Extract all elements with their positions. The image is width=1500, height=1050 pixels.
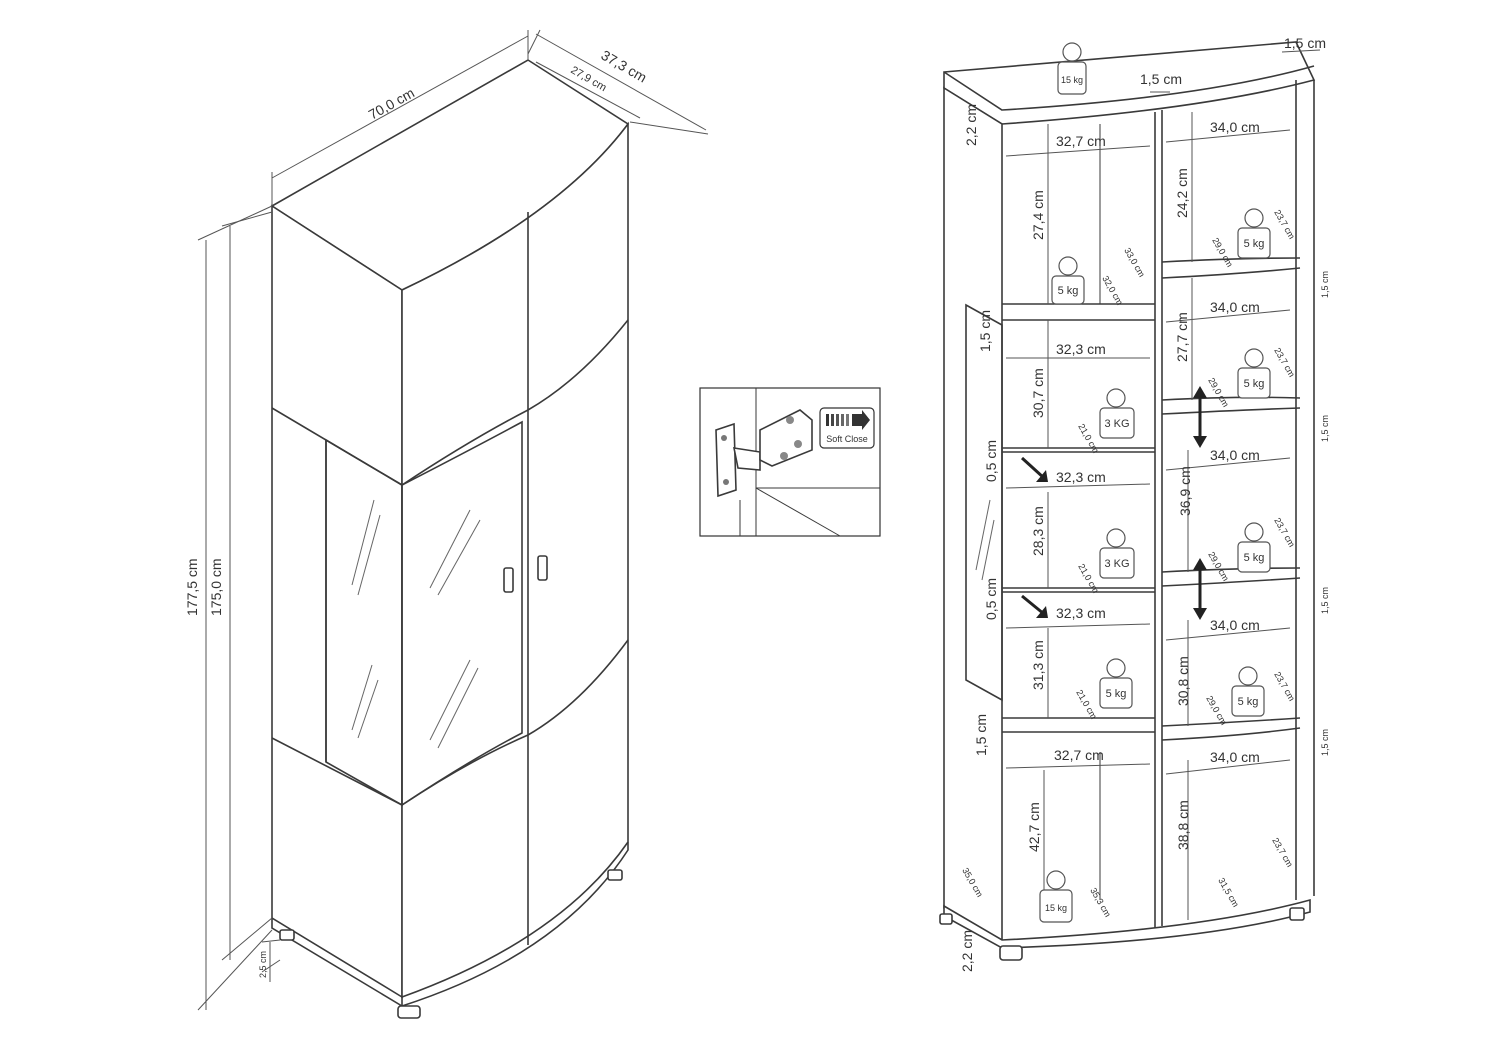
- weight-shelf-icon: 5 kg: [1099, 658, 1133, 709]
- right-shelf-thk-2: 1,5 cm: [1320, 415, 1330, 442]
- right-bottom-depth: 31,5 cm: [1216, 876, 1241, 909]
- right-height-1: 24,2 cm: [1174, 168, 1190, 218]
- left-shelf-thk-3: 0,5 cm: [983, 578, 999, 620]
- left-shelf-thk-4: 1,5 cm: [973, 714, 989, 756]
- hinge-detail: Soft Close: [699, 387, 881, 537]
- right-shelf-thk-1: 1,5 cm: [1320, 271, 1330, 298]
- weight-bottom-icon: 15 kg: [1039, 870, 1073, 923]
- right-depth-outer-1: 23,7 cm: [1272, 208, 1297, 241]
- height-body-label: 175,0 cm: [208, 558, 224, 616]
- width-label: 70,0 cm: [366, 84, 417, 122]
- weight-shelf-icon: 5 kg: [1237, 208, 1271, 259]
- weight-glass-icon: 3 KG: [1099, 388, 1135, 439]
- left-depth-1: 33,0 cm: [1122, 246, 1147, 279]
- feet-height-label: 2,5 cm: [258, 951, 268, 978]
- load-shelf-r1: 5 kg: [1244, 238, 1265, 250]
- adjust-arrow-icon: [1193, 558, 1207, 620]
- load-glass-2: 3 KG: [1104, 558, 1129, 570]
- left-height-5: 42,7 cm: [1026, 802, 1042, 852]
- depth-outer-label: 37,3 cm: [599, 47, 650, 86]
- right-depth-inner-4: 29,0 cm: [1204, 694, 1229, 727]
- left-width-5: 32,7 cm: [1054, 747, 1104, 763]
- glass-depth-3: 21,0 cm: [1074, 688, 1099, 721]
- bottom-panel-thk: 2,2 cm: [959, 930, 975, 972]
- top-thickness: 1,5 cm: [1284, 35, 1326, 51]
- weight-glass-icon: 3 KG: [1099, 528, 1135, 579]
- right-height-4: 30,8 cm: [1175, 656, 1191, 706]
- left-width-4: 32,3 cm: [1056, 605, 1106, 621]
- left-shelf-thk-1: 1,5 cm: [977, 310, 993, 352]
- weight-shelf-icon: 5 kg: [1237, 348, 1271, 399]
- right-width-4: 34,0 cm: [1210, 617, 1260, 633]
- left-shelf-thk-2: 0,5 cm: [983, 440, 999, 482]
- left-height-2: 30,7 cm: [1030, 368, 1046, 418]
- load-bottom: 15 kg: [1045, 903, 1067, 913]
- right-width-3: 34,0 cm: [1210, 447, 1260, 463]
- left-depth-4: 35,3 cm: [1088, 886, 1113, 919]
- right-depth-outer-4: 23,7 cm: [1272, 670, 1297, 703]
- weight-top-icon: 15 kg: [1057, 42, 1087, 95]
- weight-shelf-icon: 5 kg: [1231, 666, 1265, 717]
- load-glass-1: 3 KG: [1104, 418, 1129, 430]
- left-height-4: 31,3 cm: [1030, 640, 1046, 690]
- load-shelf-l4: 5 kg: [1106, 688, 1127, 700]
- soft-close-icon: [826, 410, 870, 430]
- right-shelf-thk-3: 1,5 cm: [1320, 587, 1330, 614]
- right-depth-outer-2: 23,7 cm: [1272, 346, 1297, 379]
- load-shelf-r2: 5 kg: [1244, 378, 1265, 390]
- divider-thickness: 1,5 cm: [1140, 71, 1182, 87]
- right-width-5: 34,0 cm: [1210, 749, 1260, 765]
- right-width-1: 34,0 cm: [1210, 119, 1260, 135]
- right-depth-outer-3: 23,7 cm: [1272, 516, 1297, 549]
- adjust-arrow-icon: [1193, 386, 1207, 448]
- left-height-3: 28,3 cm: [1030, 506, 1046, 556]
- load-shelf-r3: 5 kg: [1244, 552, 1265, 564]
- weight-shelf-icon: 5 kg: [1051, 256, 1085, 305]
- glass-depth-1: 21,0 cm: [1076, 422, 1101, 455]
- right-depth-inner-2: 29,0 cm: [1206, 376, 1231, 409]
- glass-shelf-arrow-icon: [1020, 456, 1048, 482]
- right-depth-inner-1: 29,0 cm: [1210, 236, 1235, 269]
- soft-close-label: Soft Close: [826, 434, 868, 444]
- right-width-2: 34,0 cm: [1210, 299, 1260, 315]
- left-height-1: 27,4 cm: [1030, 190, 1046, 240]
- left-depth-2: 32,0 cm: [1100, 274, 1125, 307]
- open-shelving: 32,7 cm 32,3 cm 32,3 cm 32,3 cm 32,7 cm …: [939, 35, 1330, 972]
- closed-cabinet: 70,0 cm 37,3 cm 27,9 cm 177,5 cm 175,0 c…: [184, 29, 709, 1019]
- load-shelf-l1: 5 kg: [1058, 285, 1079, 297]
- right-height-2: 27,7 cm: [1174, 312, 1190, 362]
- right-height-3: 36,9 cm: [1177, 466, 1193, 516]
- load-shelf-r4: 5 kg: [1238, 696, 1259, 708]
- right-height-5: 38,8 cm: [1175, 800, 1191, 850]
- load-top: 15 kg: [1061, 75, 1083, 85]
- right-depth-inner-3: 29,0 cm: [1206, 550, 1231, 583]
- left-width-1: 32,7 cm: [1056, 133, 1106, 149]
- glass-shelf-arrow-icon: [1021, 594, 1048, 618]
- weight-shelf-icon: 5 kg: [1237, 522, 1271, 573]
- right-shelf-thk-4: 1,5 cm: [1320, 729, 1330, 756]
- left-width-3: 32,3 cm: [1056, 469, 1106, 485]
- height-total-label: 177,5 cm: [184, 558, 200, 616]
- left-width-2: 32,3 cm: [1056, 341, 1106, 357]
- right-depth-outer-5: 23,7 cm: [1270, 836, 1295, 869]
- top-panel-thk: 2,2 cm: [963, 104, 979, 146]
- glass-depth-2: 21,0 cm: [1076, 562, 1101, 595]
